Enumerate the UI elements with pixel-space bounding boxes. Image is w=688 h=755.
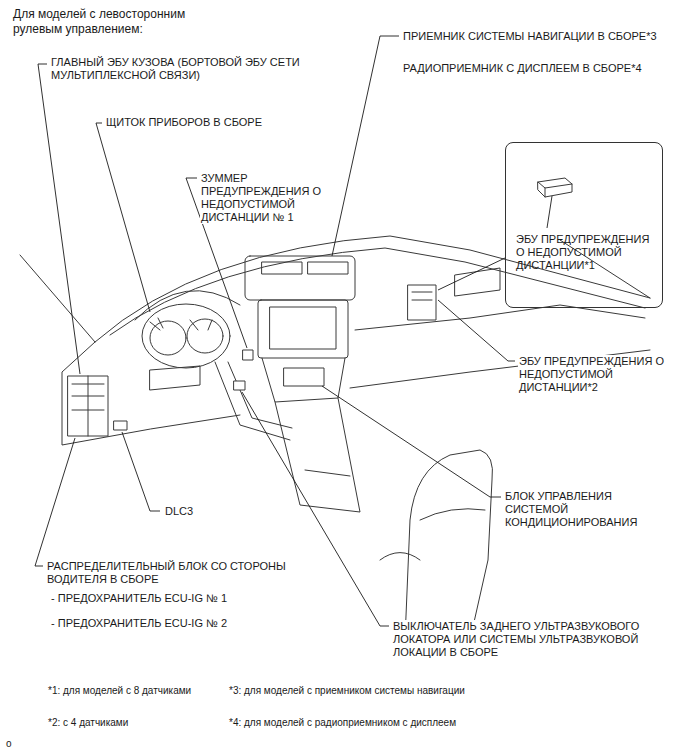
ecu-1-icon — [538, 178, 572, 197]
leader-line — [35, 438, 75, 566]
seat-side — [380, 553, 420, 561]
buzzer — [243, 350, 253, 360]
part-label: ЗУММЕР ПРЕДУПРЕЖДЕНИЯ О НЕДОПУСТИМОЙ ДИС… — [200, 172, 337, 224]
instrument-cluster — [142, 304, 230, 368]
cluster-hood — [135, 291, 240, 320]
part-label: ЩИТОК ПРИБОРОВ В СБОРЕ — [105, 116, 307, 129]
ac-panel — [284, 368, 324, 386]
ecu-2-detail — [412, 292, 432, 300]
slot — [262, 262, 302, 274]
page-title: Для моделей с левосторонним рулевым упра… — [12, 7, 204, 37]
vent — [150, 366, 200, 390]
part-label: ПРИЕМНИК СИСТЕМЫ НАВИГАЦИИ В СБОРЕ*3 — [402, 30, 674, 43]
display-screen — [270, 307, 336, 349]
dash-right-upper — [355, 305, 645, 330]
slot — [308, 262, 348, 274]
dash-left-face — [62, 342, 240, 445]
part-label: РАСПРЕДЕЛИТЕЛЬНЫЙ БЛОК СО СТОРОНЫ ВОДИТЕ… — [46, 560, 306, 586]
leader-line — [438, 258, 505, 290]
part-label: ЭБУ ПРЕДУПРЕЖДЕНИЯ О НЕДОПУСТИМОЙ ДИСТАН… — [518, 355, 680, 394]
part-label: ЭБУ ПРЕДУПРЕЖДЕНИЯ О НЕДОПУСТИМОЙ ДИСТАН… — [515, 233, 653, 272]
a-pillar — [20, 255, 95, 342]
sonar-switch — [234, 381, 245, 390]
vent — [455, 268, 500, 296]
seat-line — [420, 509, 485, 520]
leader-line — [38, 64, 80, 374]
part-label: РАДИОПРИЕМНИК С ДИСПЛЕЕМ В СБОРЕ*4 — [402, 62, 674, 75]
footnote: *4: для моделей с радиоприемником с дисп… — [228, 717, 530, 729]
body-ecu — [68, 376, 108, 436]
part-label: БЛОК УПРАВЛЕНИЯ СИСТЕМОЙ КОНДИЦИОНИРОВАН… — [504, 490, 656, 529]
ecu-2 — [408, 285, 436, 320]
leader-line — [242, 392, 389, 626]
gauge-ticks — [150, 318, 212, 330]
leader-line — [96, 123, 150, 312]
inset-box: ЭБУ ПРЕДУПРЕЖДЕНИЯ О НЕДОПУСТИМОЙ ДИСТАН… — [505, 142, 663, 308]
dlc3 — [114, 421, 127, 430]
console-line — [305, 470, 350, 476]
part-label: DLC3 — [164, 505, 226, 518]
steering-column — [215, 362, 292, 440]
footnote: *2: с 4 датчиками — [47, 717, 224, 729]
gauge — [187, 319, 223, 353]
leader-line — [332, 36, 399, 256]
console — [275, 398, 360, 512]
display-housing — [258, 300, 348, 358]
fuse-label: - ПРЕДОХРАНИТЕЛЬ ECU-IG № 2 — [50, 617, 292, 630]
leader-line — [122, 432, 160, 511]
body-ecu-detail — [72, 376, 104, 436]
part-label: ГЛАВНЫЙ ЭБУ КУЗОВА (БОРТОВОЙ ЭБУ СЕТИ МУ… — [50, 56, 302, 82]
page-mark: o — [5, 738, 27, 750]
footnote: *1: для моделей с 8 датчиками — [47, 685, 224, 697]
leader-line — [438, 300, 515, 361]
footnote: *3: для моделей с приемником системы нав… — [228, 685, 530, 697]
stack-lower — [262, 358, 345, 402]
stack-bezel — [245, 256, 355, 300]
part-label: ВЫКЛЮЧАТЕЛЬ ЗАДНЕГО УЛЬТРАЗВУКОВОГО ЛОКА… — [392, 620, 680, 659]
seat — [405, 450, 493, 640]
fuse-label: - ПРЕДОХРАНИТЕЛЬ ECU-IG № 1 — [50, 592, 292, 605]
leader-line — [547, 196, 552, 228]
leader-line — [322, 386, 501, 497]
